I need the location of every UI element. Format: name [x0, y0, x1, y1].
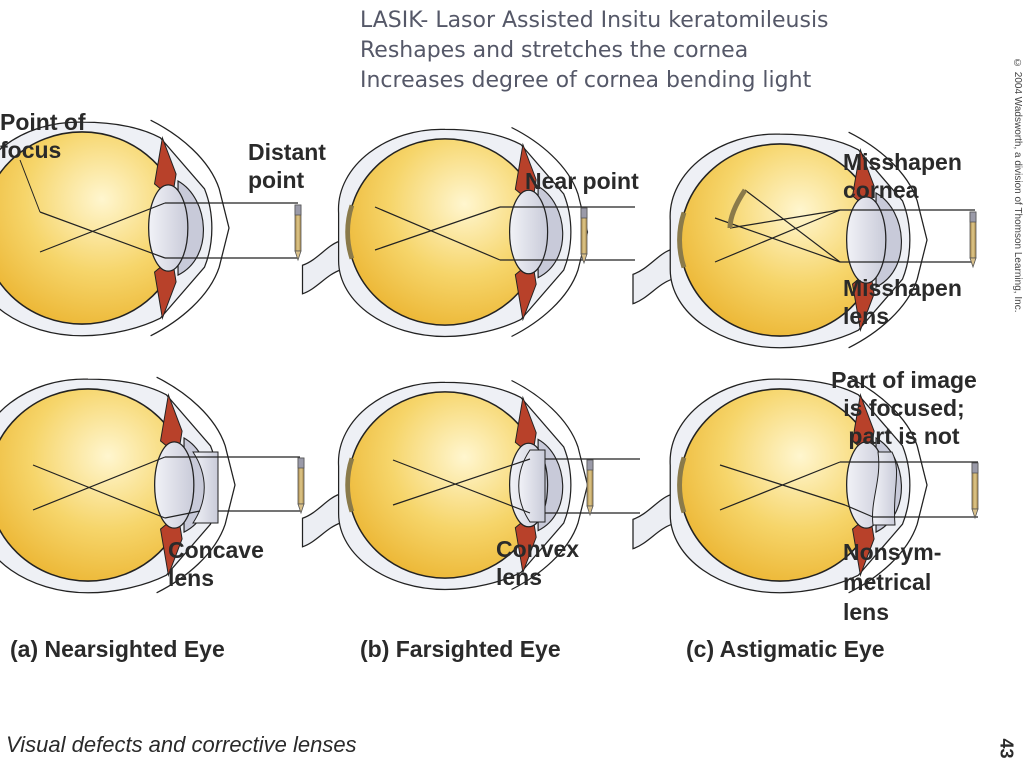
- astigmatic-eye-uncorrected: [633, 132, 977, 348]
- farsighted-eye-corrected: [303, 381, 640, 590]
- label-misshapen-cornea: Misshapen cornea: [843, 149, 962, 203]
- label-convex-lens: Convex lens: [496, 536, 580, 590]
- caption-astigmatic: (c) Astigmatic Eye: [686, 636, 885, 662]
- caption-nearsighted: (a) Nearsighted Eye: [10, 636, 225, 662]
- astigmatic-eye-corrected: [633, 377, 979, 593]
- label-distant-point: Distant point: [248, 139, 326, 193]
- header-line-1: LASIK- Lasor Assisted Insitu keratomileu…: [360, 8, 829, 33]
- caption-farsighted: (b) Farsighted Eye: [360, 636, 561, 662]
- header-line-2: Reshapes and stretches the cornea: [360, 38, 749, 63]
- header-line-3: Increases degree of cornea bending light: [360, 68, 812, 93]
- label-misshapen-lens: Misshapen lens: [843, 275, 962, 329]
- label-nonsymmetrical-lens: Nonsym- metrical lens: [843, 539, 942, 625]
- farsighted-eye-uncorrected: [303, 127, 635, 336]
- label-part-of-image-focused: Part of image is focused; part is not: [831, 367, 977, 449]
- copyright-notice: © 2004 Wadsworth, a division of Thomson …: [1012, 58, 1023, 313]
- label-near-point: Near point: [525, 168, 639, 194]
- nearsighted-eye-uncorrected: [0, 120, 302, 336]
- page-number: 43: [996, 738, 1017, 759]
- figure-title: Visual defects and corrective lenses: [6, 732, 357, 757]
- label-point-of-focus: Point of focus: [0, 109, 86, 163]
- nearsighted-eye-corrected: [0, 377, 305, 593]
- label-concave-lens: Concave lens: [168, 537, 264, 591]
